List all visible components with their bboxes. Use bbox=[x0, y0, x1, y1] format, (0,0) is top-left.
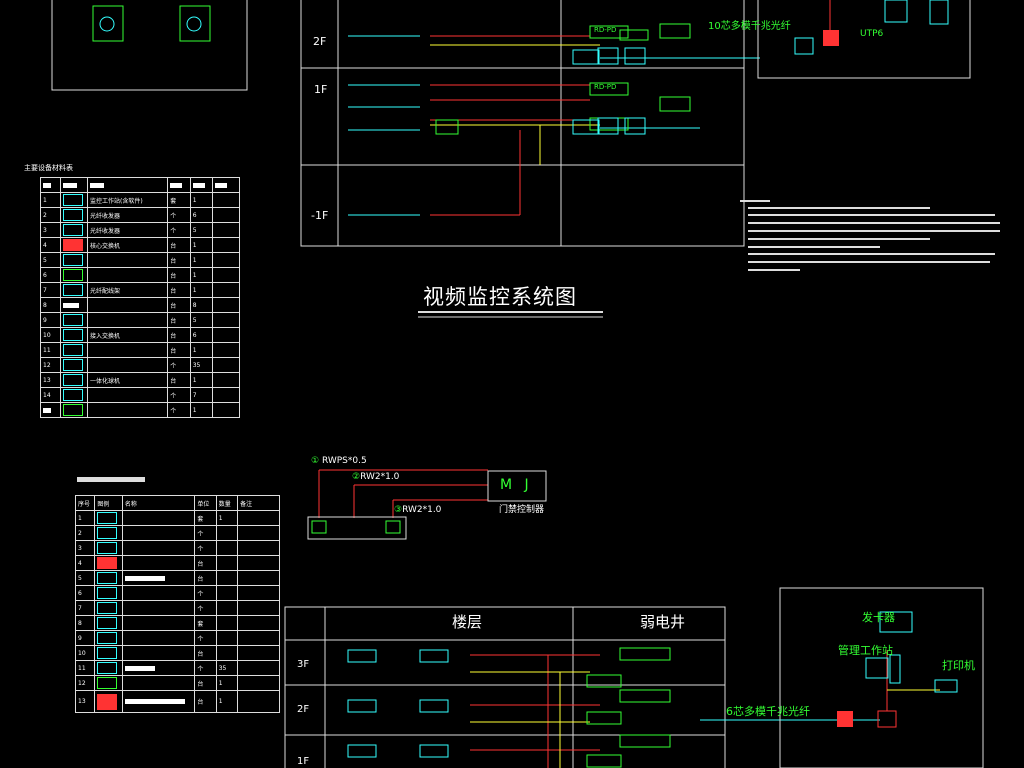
floor-label-2f: 2F bbox=[313, 35, 327, 48]
top-left-frame bbox=[51, 0, 248, 91]
access-floor-1f: 1F bbox=[297, 756, 310, 767]
dome-camera-icon bbox=[99, 16, 115, 32]
rd-label-1f: RD-PD bbox=[594, 83, 617, 91]
access-frame bbox=[284, 606, 726, 768]
printer-label: 打印机 bbox=[942, 659, 975, 672]
core-switch-icon bbox=[823, 30, 839, 46]
table-header-row bbox=[39, 177, 240, 193]
control-room-frame bbox=[757, 0, 971, 79]
access-uplink-label: 6芯多模千兆光纤 bbox=[726, 705, 810, 718]
dome-camera-icon-2 bbox=[186, 16, 202, 32]
rd-label-2f: RD-PD bbox=[594, 26, 617, 34]
cable-a-label: ②RW2*1.0 bbox=[352, 472, 400, 482]
access-floor-3f: 3F bbox=[297, 659, 310, 670]
card-issuer-label: 发卡器 bbox=[862, 611, 895, 624]
camera-box-1 bbox=[92, 5, 124, 42]
col-header-shaft: 弱电井 bbox=[640, 613, 686, 631]
controller-label: 门禁控制器 bbox=[499, 505, 545, 515]
uplink-label: 10芯多模千兆光纤 bbox=[708, 21, 791, 32]
access-room-frame bbox=[779, 587, 984, 768]
camera-box-2 bbox=[179, 5, 211, 42]
video-frame bbox=[300, 0, 745, 247]
floor-label-b1f: -1F bbox=[311, 209, 329, 222]
table-header-row: 序号 图例 名称 单位 数量 备注 bbox=[74, 495, 280, 511]
access-floor-2f: 2F bbox=[297, 704, 310, 715]
controller-code: M J bbox=[500, 477, 533, 493]
floor-label-1f: 1F bbox=[314, 83, 328, 96]
col-header-floor: 楼层 bbox=[452, 613, 483, 631]
cable-b-label: ③RW2*1.0 bbox=[394, 505, 442, 515]
utp-label: UTP6 bbox=[860, 29, 884, 39]
power-cable-label: ① RWPS*0.5 bbox=[311, 456, 367, 466]
workstation-label: 管理工作站 bbox=[838, 644, 893, 657]
table-2-title-bar bbox=[77, 477, 145, 482]
video-diagram-title: 视频监控系统图 bbox=[423, 285, 577, 309]
access-switch-icon bbox=[837, 711, 853, 727]
table-1-title: 主要设备材料表 bbox=[24, 164, 73, 172]
